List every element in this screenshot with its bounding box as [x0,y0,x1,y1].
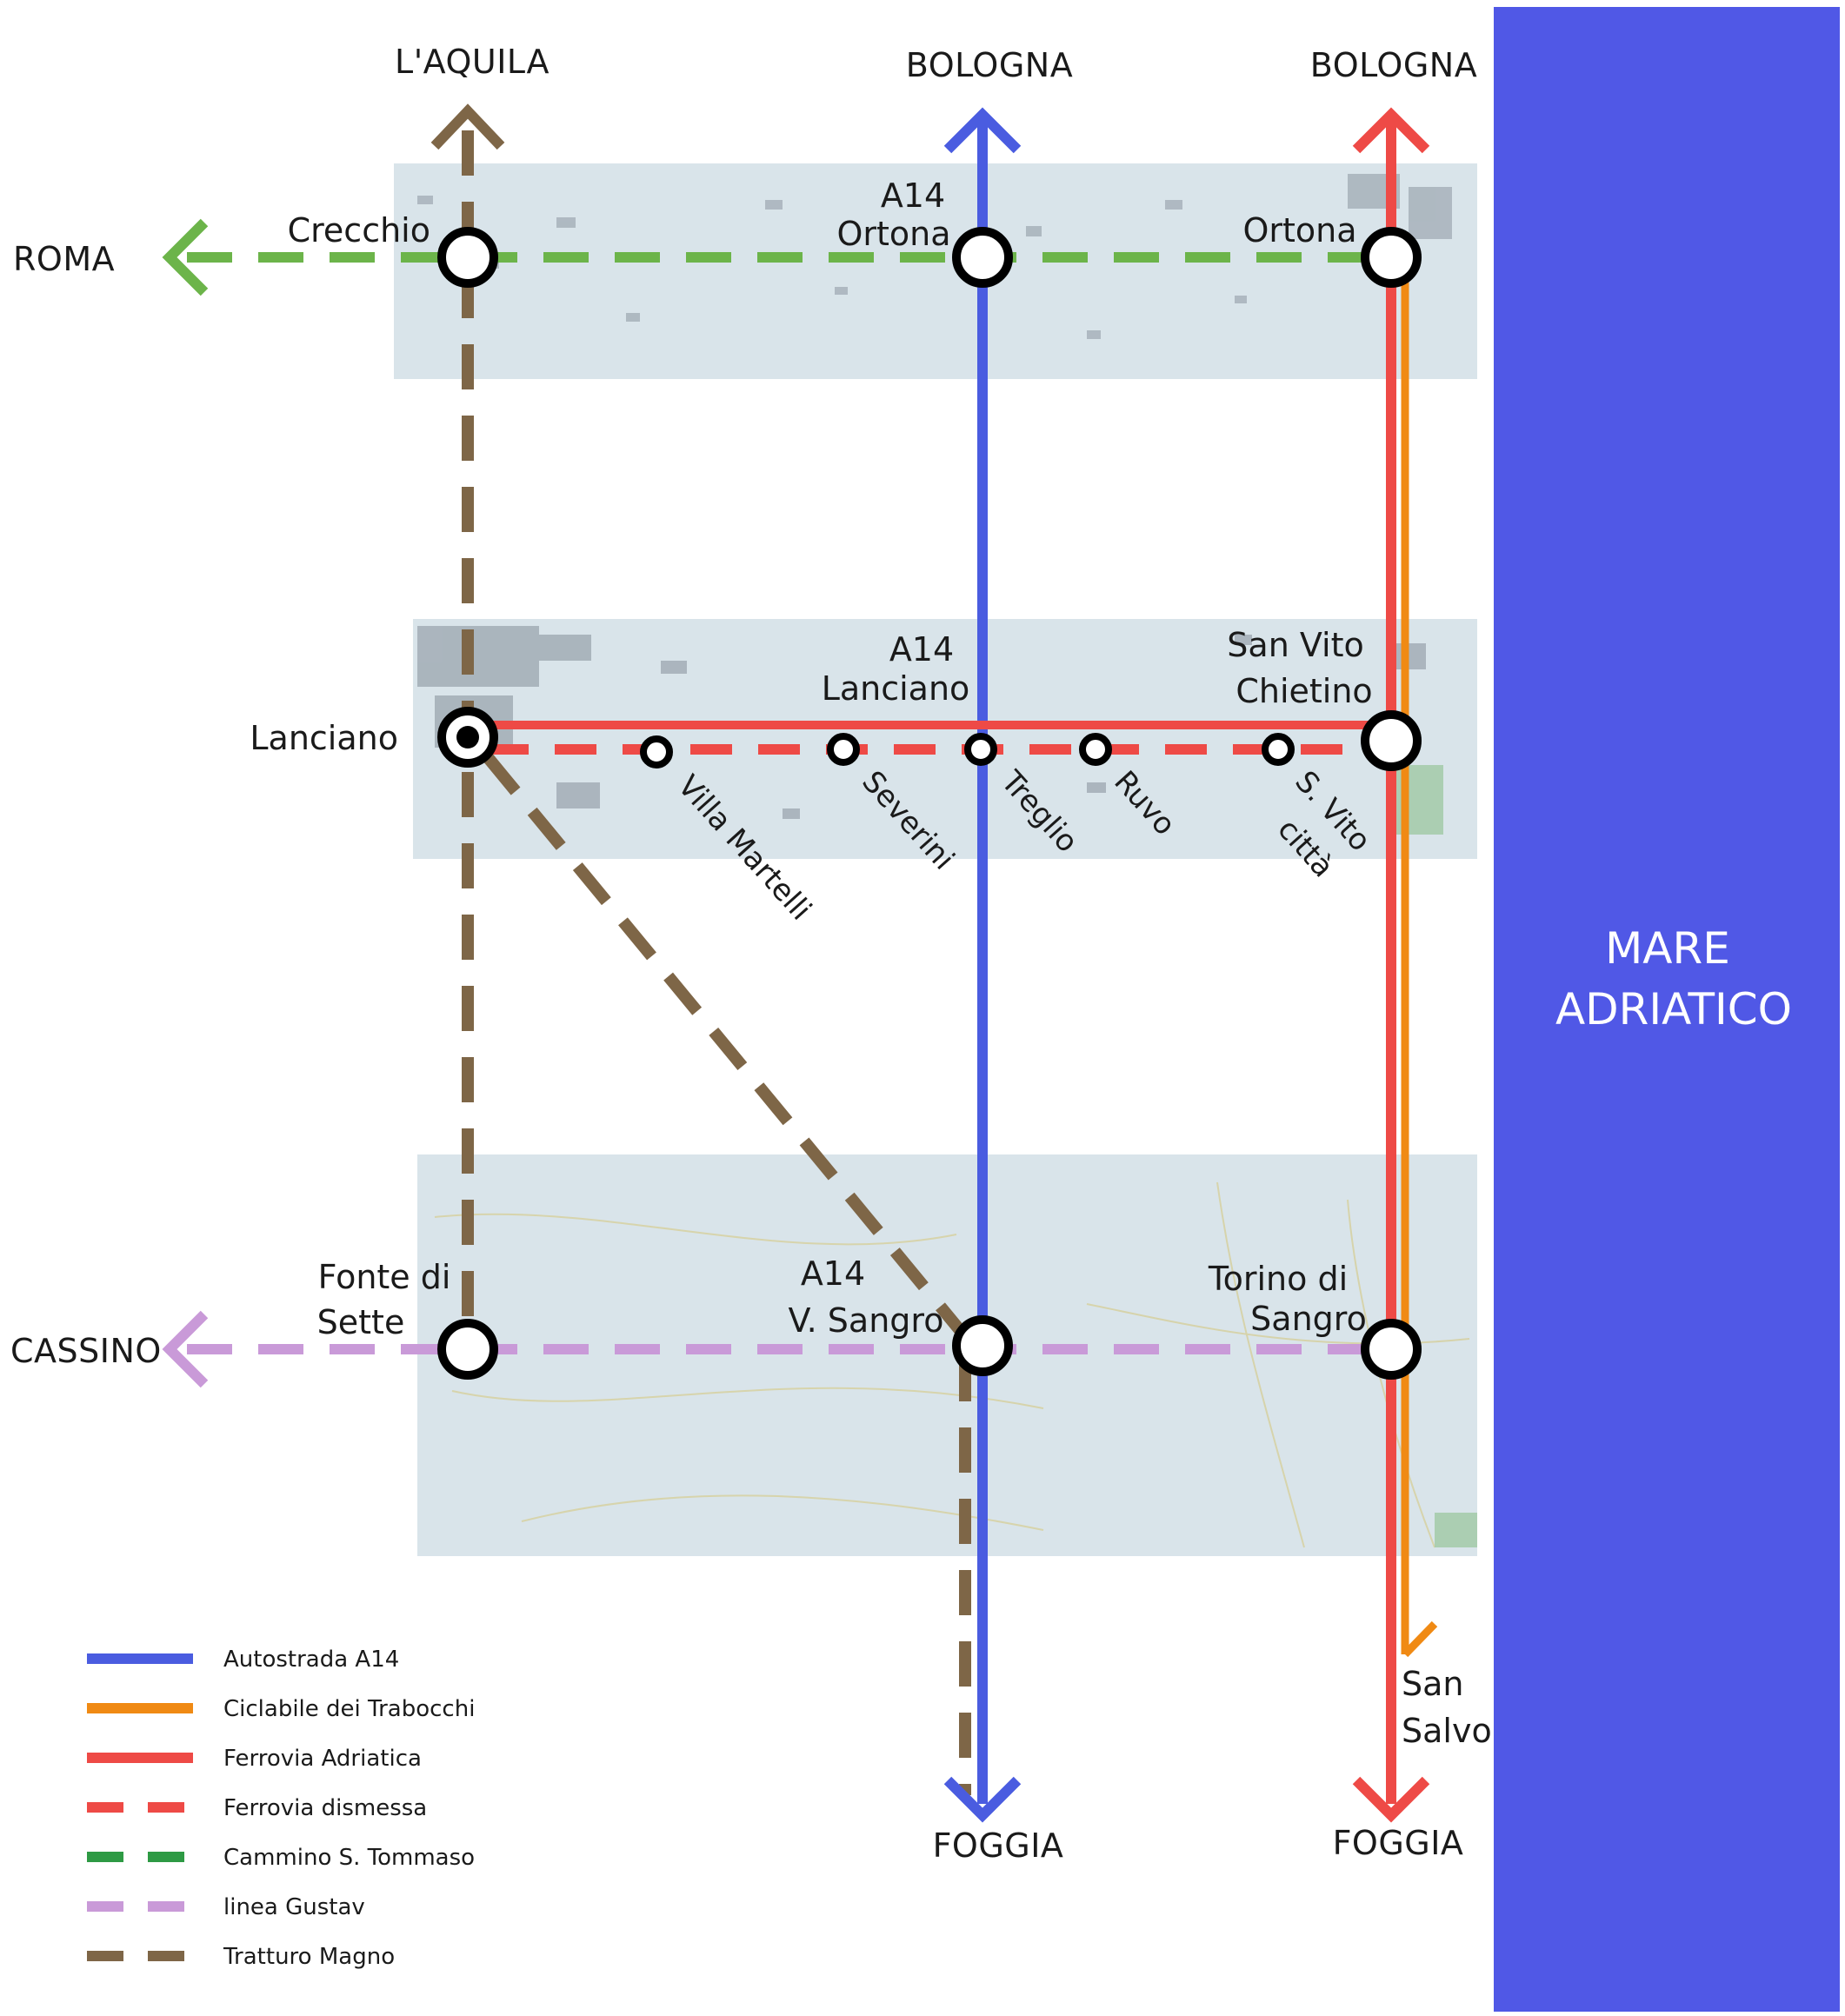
station-treglio [964,733,997,766]
label-a14-ortona-1: A14 [881,176,945,215]
legend-label: Ciclabile dei Trabocchi [223,1696,475,1722]
label-san-salvo-2: Salvo [1402,1712,1492,1750]
sea-label-line1: MARE [1605,923,1730,974]
dest-aquila: L'AQUILA [395,43,550,81]
ciclabile-end-icon [1402,1620,1438,1658]
station-severini [827,733,860,766]
dest-bologna-rail: BOLOGNA [1310,46,1477,84]
legend-item: Cammino S. Tommaso [87,1845,475,1871]
legend-label: Cammino S. Tommaso [223,1845,475,1871]
legend-label: Autostrada A14 [223,1647,399,1673]
label-torino-2: Sangro [1250,1300,1367,1338]
label-a14-sangro-1: A14 [801,1254,865,1293]
label-fonte-1: Fonte di [318,1258,451,1296]
legend-label: Ferrovia dismessa [223,1795,427,1821]
map-band-sangro [417,1154,1477,1556]
label-a14-sangro-2: V. Sangro [789,1301,944,1340]
cammino-arrow-icon [162,218,209,296]
legend-item: Tratturo Magno [87,1944,395,1970]
node-ortona [1361,227,1422,288]
rail-north-arrow-icon [1352,107,1430,154]
label-san-salvo-1: San [1402,1665,1464,1703]
legend-item: Autostrada A14 [87,1647,399,1673]
label-fonte-2: Sette [317,1303,405,1341]
a14-south-arrow-icon [943,1776,1022,1823]
tratturo-arrow-icon [430,103,505,150]
station-villa-martelli [640,735,673,768]
label-a14-lanciano-1: A14 [889,630,954,669]
dest-foggia-a14: FOGGIA [933,1826,1064,1865]
label-san-vito-2: Chietino [1236,672,1372,710]
legend-label: Ferrovia Adriatica [223,1746,422,1772]
station-s-vito-citta [1262,733,1295,766]
label-ortona: Ortona [1242,211,1356,250]
legend-label: linea Gustav [223,1894,365,1920]
label-a14-ortona-2: Ortona [836,215,950,253]
sea-area [1494,7,1840,2012]
legend-item: linea Gustav [87,1894,365,1920]
node-torino-di-sangro [1361,1319,1422,1380]
dest-cassino: CASSINO [10,1332,162,1370]
label-san-vito-1: San Vito [1227,626,1363,664]
dest-foggia-rail: FOGGIA [1333,1824,1464,1862]
node-lanciano-center [456,726,479,749]
legend-item: Ferrovia Adriatica [87,1746,422,1772]
rail-south-arrow-icon [1352,1776,1430,1823]
node-san-vito [1361,710,1422,771]
node-a14-sangro [952,1315,1013,1376]
label-lanciano: Lanciano [250,719,398,757]
node-crecchio [437,227,498,288]
node-a14-ortona [952,227,1013,288]
label-crecchio: Crecchio [288,211,430,250]
dest-bologna-a14: BOLOGNA [906,46,1073,84]
map-band-ortona [394,163,1477,379]
dest-roma: ROMA [13,240,115,278]
node-fonte-di-sette [437,1319,498,1380]
legend-label: Tratturo Magno [223,1944,395,1970]
legend-item: Ciclabile dei Trabocchi [87,1696,475,1722]
label-a14-lanciano-2: Lanciano [822,669,970,708]
sea-label-line2: ADRIATICO [1555,984,1792,1035]
a14-north-arrow-icon [943,107,1022,154]
gustav-arrow-icon [162,1310,209,1388]
tratturo-magno-diagonal [482,752,969,1339]
station-ruvo [1079,733,1112,766]
label-torino-1: Torino di [1208,1260,1348,1298]
legend-item: Ferrovia dismessa [87,1795,427,1821]
